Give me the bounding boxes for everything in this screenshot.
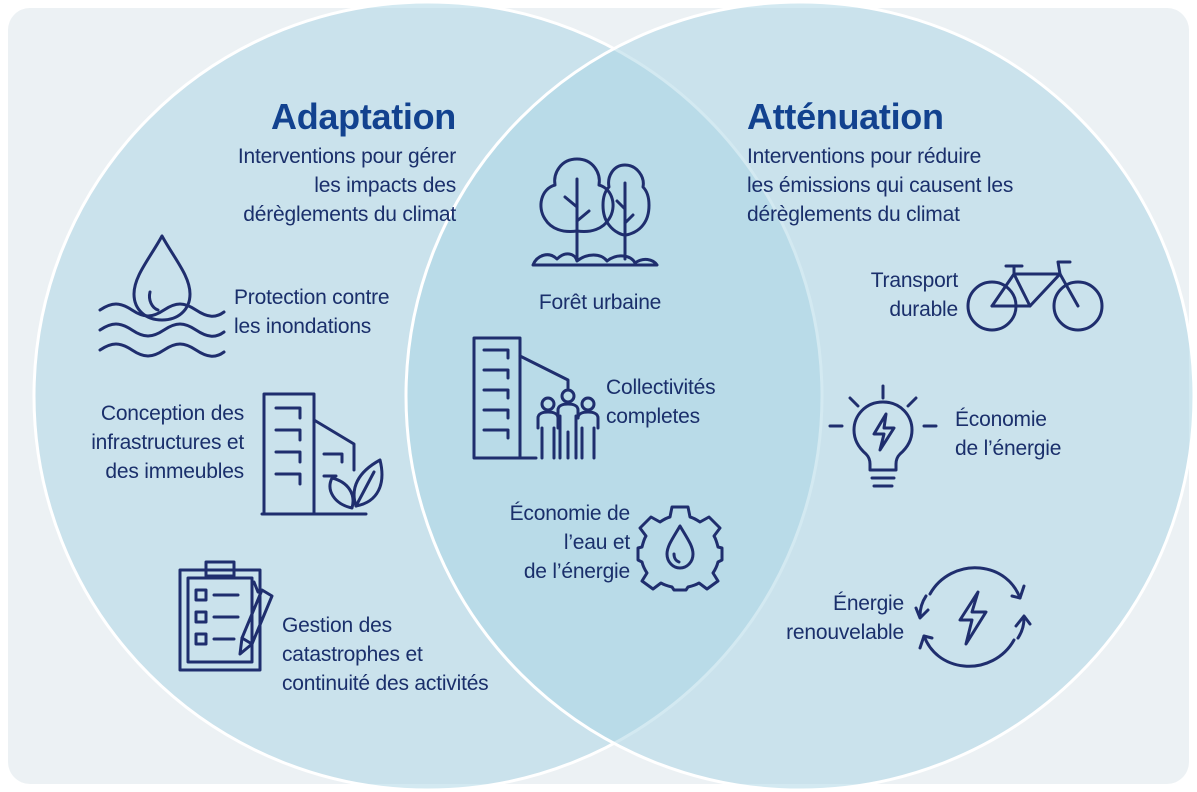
sustainable-transport-label: Transport durable: [870, 269, 958, 321]
adaptation-description: Interventions pour gérer les impacts des…: [237, 145, 456, 226]
building-people-icon: [472, 336, 604, 460]
complete-communities-label: Collectivités completes: [606, 376, 716, 428]
trees-icon: [527, 155, 663, 271]
mitigation-description: Interventions pour réduire les émissions…: [747, 145, 1014, 226]
infrastructure-design-label: Conception des infrastructures et des im…: [91, 402, 244, 483]
water-energy-savings-label: Économie de l’eau et de l’énergie: [509, 502, 631, 583]
lightbulb-bolt-icon: [828, 384, 938, 494]
flood-protection-label: Protection contre les inondations: [234, 286, 390, 338]
renewable-energy-label: Énergie renouvelable: [786, 592, 904, 644]
clipboard-pen-icon: [178, 560, 274, 672]
adaptation-title: Adaptation: [271, 96, 456, 137]
mitigation-title: Atténuation: [747, 96, 944, 137]
gear-drop-icon: [636, 504, 724, 592]
energy-savings-label: Économie de l’énergie: [955, 408, 1062, 460]
urban-forest-label: Forêt urbaine: [538, 291, 662, 314]
building-leaf-icon: [260, 392, 394, 516]
bicycle-icon: [966, 254, 1104, 334]
disaster-management-label: Gestion des catastrophes et continuité d…: [282, 614, 489, 695]
water-drop-waves-icon: [98, 232, 226, 358]
renewable-cycle-bolt-icon: [908, 560, 1036, 674]
